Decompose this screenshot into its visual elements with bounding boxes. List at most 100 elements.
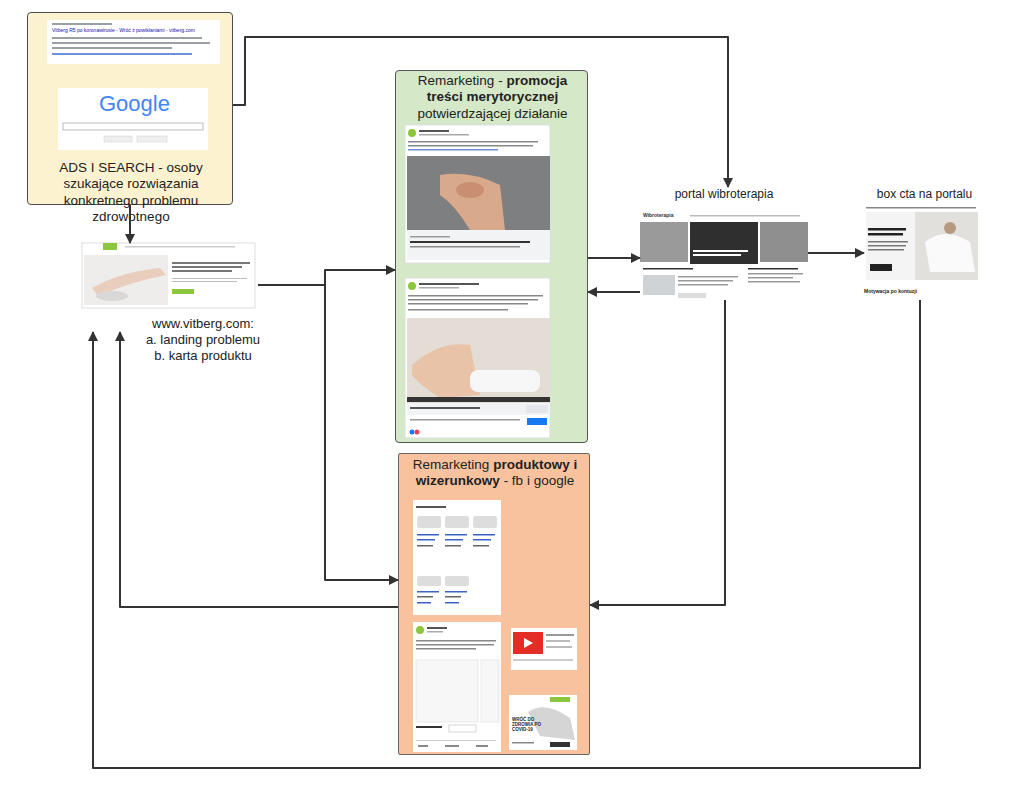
- post-text-line: [408, 145, 533, 147]
- ad-text-line: [52, 42, 210, 44]
- post-text-line: [408, 141, 538, 143]
- hero-button: [172, 289, 194, 294]
- banner-button: [550, 742, 570, 747]
- product-price: [417, 545, 433, 547]
- node-text: box cta na portalu: [854, 187, 995, 202]
- product-image: [445, 576, 469, 586]
- product-title: [417, 602, 431, 604]
- hands-image: [456, 182, 484, 198]
- product-image: [417, 516, 441, 528]
- hero-text-line: [172, 270, 232, 272]
- post-meta-line: [419, 134, 469, 136]
- reaction-icon: [415, 430, 420, 435]
- search-button: [104, 136, 132, 142]
- portal-image: [690, 222, 758, 264]
- send-message-button: [526, 405, 548, 413]
- product-title: [473, 539, 491, 541]
- node-text: b. karta produktu: [128, 348, 278, 364]
- post-cta-bar: [407, 403, 550, 415]
- flow-arrow: [120, 332, 398, 607]
- node-text-group: ADS I SEARCH - osoby szukające rozwiązan…: [34, 160, 228, 226]
- cta-person-head: [944, 222, 956, 234]
- node-text: Remarketing -: [418, 73, 503, 88]
- covid-banner-screenshot: [509, 695, 577, 750]
- video-title-line: [546, 634, 574, 636]
- feet-image: [412, 344, 480, 398]
- portal-text-line: [748, 273, 803, 275]
- reaction-icon: [410, 430, 415, 435]
- stage-box: Remarketing - promocja treści merytorycz…: [395, 70, 588, 443]
- cta-panel: [864, 205, 980, 287]
- facebook-video-post-screenshot: [405, 278, 550, 438]
- flow-arrow: [588, 257, 640, 259]
- hero-text-line: [172, 262, 250, 264]
- ad-panel: [47, 20, 220, 64]
- node-text-group: box cta na portalu: [854, 187, 995, 202]
- node-text-group: Remarketing produktowy i wizerunkowy - f…: [405, 457, 585, 490]
- cta-person: [925, 234, 975, 272]
- banner-person: [528, 707, 575, 740]
- banner-logo: [550, 697, 570, 702]
- portal-text-line: [748, 281, 800, 283]
- banner-panel: [509, 695, 577, 750]
- post-avatar: [416, 626, 424, 634]
- post-avatar: [408, 282, 416, 290]
- portal-text-line: [748, 268, 798, 270]
- ad-sitelinks-line: [52, 53, 192, 55]
- video-meta-line: [513, 659, 573, 661]
- product-price: [445, 596, 461, 598]
- node-text: www.vitberg.com:: [128, 316, 278, 332]
- portal-panel: [640, 212, 808, 300]
- screenshot-text: Motywacja po kontuzji: [864, 289, 917, 295]
- cta-screenshot: [864, 205, 980, 287]
- portal-text-line: [678, 284, 728, 286]
- portal-text-line: [748, 277, 793, 279]
- product-price: [473, 545, 489, 547]
- flow-arrow: [590, 300, 725, 605]
- cta-text-line: [868, 249, 904, 251]
- card-title: [416, 726, 442, 728]
- node-text-group: portal wibroterapia: [640, 187, 808, 202]
- product-title: [473, 534, 495, 536]
- ad-url-line: [52, 23, 112, 25]
- play-icon: [524, 638, 533, 648]
- portal-headline: [693, 254, 741, 256]
- screenshot-node: www.vitberg.com:a. landing problemub. ka…: [82, 243, 258, 332]
- post-text-line: [416, 644, 494, 646]
- portal-screenshot: [640, 212, 808, 300]
- preview-line: [410, 246, 520, 248]
- website-logo: [103, 243, 117, 250]
- video-title-line: [546, 640, 570, 642]
- shopping-card: [413, 500, 501, 615]
- flow-arrow: [588, 291, 640, 293]
- post-action: [476, 745, 488, 747]
- flow-arrow: [808, 252, 864, 254]
- post-photo: [407, 156, 550, 230]
- post-text-line: [416, 648, 476, 650]
- video-frame: [407, 318, 550, 403]
- post-text-line: [408, 303, 528, 305]
- node-text: ADS I SEARCH - osoby szukające rozwiązan…: [34, 160, 228, 226]
- flow-arrow: [233, 37, 728, 187]
- cta-button: [870, 264, 892, 271]
- stage-box: ADS I SEARCH - osoby szukające rozwiązan…: [27, 12, 233, 205]
- product-image: [473, 516, 497, 528]
- screenshot-text: Wibroterapia: [643, 213, 674, 219]
- post-author-line: [419, 130, 449, 132]
- portal-image: [640, 222, 688, 262]
- leg-image: [92, 268, 166, 296]
- boost-button: [527, 418, 547, 425]
- post-meta-line: [427, 631, 443, 633]
- product-title: [445, 602, 459, 604]
- portal-text-line: [678, 280, 733, 282]
- youtube-panel: [511, 628, 577, 670]
- portal-thumbnail: [643, 275, 675, 295]
- flow-arrow: [258, 285, 398, 580]
- screenshot-node: box cta na portalu: [864, 187, 985, 300]
- banner-text-line: [512, 742, 534, 744]
- node-text: a. landing problemu: [128, 332, 278, 348]
- product-title: [417, 591, 439, 593]
- post-text-line: [416, 640, 496, 642]
- screenshot-node: portal wibroterapia: [640, 187, 808, 300]
